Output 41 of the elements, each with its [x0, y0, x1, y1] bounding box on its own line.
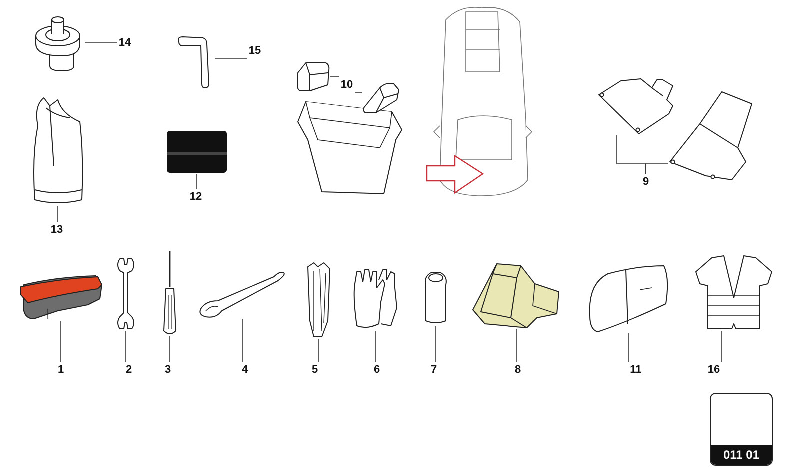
leader-line	[196, 174, 198, 190]
mat-drawing	[668, 90, 754, 182]
leader-line	[242, 318, 244, 362]
leader-line	[318, 338, 320, 362]
callout-number: 11	[628, 362, 644, 378]
leader-line	[516, 328, 517, 362]
callout-number: 2	[123, 362, 135, 378]
callout-number: 16	[706, 362, 722, 378]
callout-number: 13	[49, 222, 65, 238]
leader-line	[84, 42, 118, 44]
case-drawing	[18, 275, 104, 321]
callout-number: 3	[162, 362, 174, 378]
callout-number: 14	[117, 35, 133, 51]
leader-line	[214, 58, 248, 60]
leader-line	[628, 332, 630, 362]
gloves-drawing	[351, 268, 400, 331]
vest-drawing	[694, 254, 773, 331]
leader-line	[60, 320, 62, 362]
compressor-drawing	[471, 262, 562, 329]
leader-line	[330, 76, 340, 78]
callout-number: 8	[512, 362, 524, 378]
reference-box	[710, 393, 773, 466]
reference-code: 011 01	[711, 445, 772, 465]
callout-number: 7	[428, 362, 440, 378]
ratchet-drawing	[198, 271, 288, 319]
callout-number: 9	[640, 174, 652, 190]
block-drawing	[296, 61, 330, 93]
leader-line	[354, 92, 362, 94]
case-drawing	[588, 264, 670, 333]
callout-number: 6	[371, 362, 383, 378]
callout-number: 5	[309, 362, 321, 378]
callout-number: 12	[188, 189, 204, 205]
wrench-drawing	[116, 257, 136, 331]
callout-number: 4	[239, 362, 251, 378]
block-drawing	[362, 80, 400, 114]
leader-line	[375, 330, 376, 362]
callout-number: 15	[247, 43, 263, 59]
callout-number: 1	[55, 362, 67, 378]
pouch-drawing	[166, 130, 228, 174]
leader-line	[646, 164, 668, 174]
callout-number: 10	[339, 77, 355, 93]
